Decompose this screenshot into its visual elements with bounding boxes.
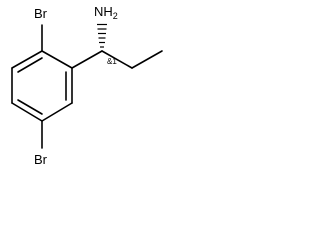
bromine-label-bottom: Br — [34, 152, 48, 167]
bond-stereocenter-ch2 — [101, 50, 133, 69]
ring-double-bond-c4-c5 — [17, 99, 43, 115]
ring-bond-c1-c2 — [41, 50, 73, 69]
bromine-label-top: Br — [34, 6, 48, 21]
ring-bond-c3-c4 — [41, 102, 73, 122]
hashed-wedge-bond — [97, 23, 107, 48]
ring-bond-c6-c1 — [11, 50, 43, 69]
chemical-structure-diagram: Br Br NH2 &1 — [11, 3, 163, 167]
benzene-ring — [11, 50, 73, 122]
amine-label: NH2 — [94, 4, 118, 21]
ring-double-bond-c6-c1 — [17, 57, 43, 73]
ring-bond-c4-c5 — [11, 102, 43, 122]
bond-ch2-ch3 — [131, 50, 163, 69]
bond-ring-to-stereocenter — [71, 50, 103, 69]
stereo-flag-label: &1 — [107, 57, 117, 66]
